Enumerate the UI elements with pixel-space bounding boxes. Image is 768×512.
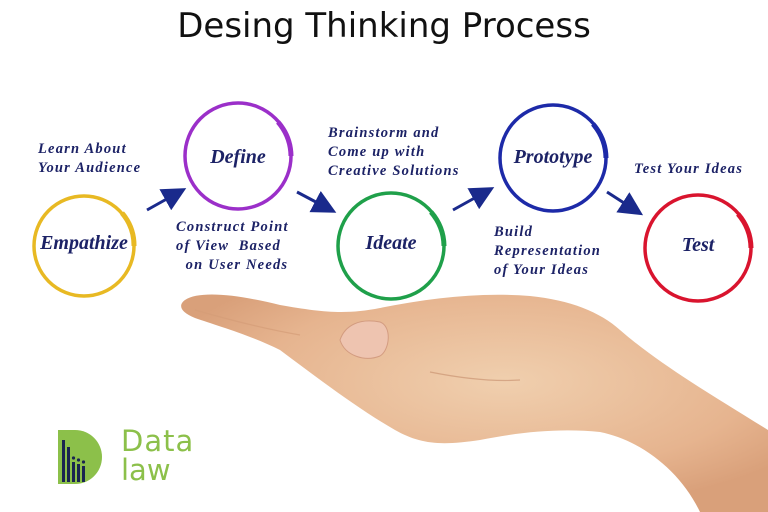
stage-label-test: Test [681, 234, 715, 256]
diagram-title: Desing Thinking Process [177, 6, 591, 46]
stage-circle-empathize [32, 194, 137, 298]
arrow-icon [296, 190, 337, 213]
stage-label-define: Define [210, 146, 266, 168]
arrow-icon [452, 187, 495, 212]
stage-circle-define [183, 101, 294, 211]
stage-circle-prototype [498, 103, 609, 213]
arrow-icon [146, 188, 187, 212]
stage-description-ideate: Brainstorm and Come up with Creative Sol… [328, 125, 460, 179]
stage-description-define: Construct Point of View Based on User Ne… [176, 219, 289, 273]
stage-label-prototype: Prototype [513, 146, 593, 168]
hand-image [181, 294, 768, 512]
stage-label-ideate: Ideate [365, 232, 417, 254]
stage-circle-ideate [336, 191, 447, 301]
logo-text-line1: Data [121, 424, 195, 458]
logo-text-line2: law [121, 453, 171, 487]
stage-description-prototype: Build Representation of Your Ideas [494, 224, 602, 278]
stage-label-empathize: Empathize [40, 232, 128, 254]
arrow-icon [606, 190, 644, 216]
stage-description-empathize: Learn About Your Audience [38, 141, 142, 176]
stage-description-test: Test Your Ideas [634, 161, 744, 177]
datalaw-logo-icon [58, 430, 102, 484]
stage-circle-test [643, 193, 754, 303]
